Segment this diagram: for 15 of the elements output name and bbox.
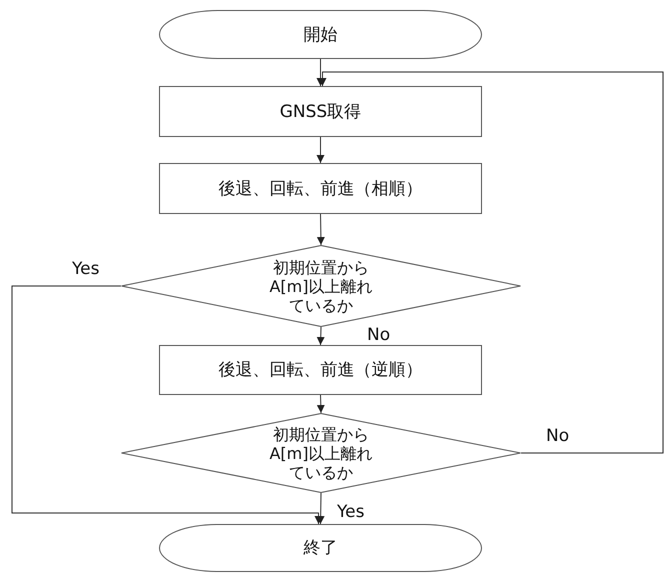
decision-diamond: 初期位置からA[m]以上離れているか xyxy=(121,413,521,493)
arrow xyxy=(316,58,324,86)
arrow xyxy=(316,492,325,524)
arrow xyxy=(316,326,325,346)
arrow xyxy=(12,286,322,524)
terminal-shape: 終了 xyxy=(159,524,482,572)
arrow xyxy=(318,72,664,454)
arrow xyxy=(316,214,325,246)
arrow xyxy=(316,394,325,414)
process-box: 後退、回転、前進（逆順） xyxy=(159,345,482,395)
terminal-shape: 開始 xyxy=(159,10,482,59)
process-box: 後退、回転、前進（相順） xyxy=(159,163,482,214)
decision-diamond: 初期位置からA[m]以上離れているか xyxy=(121,245,521,327)
process-box: GNSS取得 xyxy=(159,86,482,137)
arrow xyxy=(316,136,324,164)
